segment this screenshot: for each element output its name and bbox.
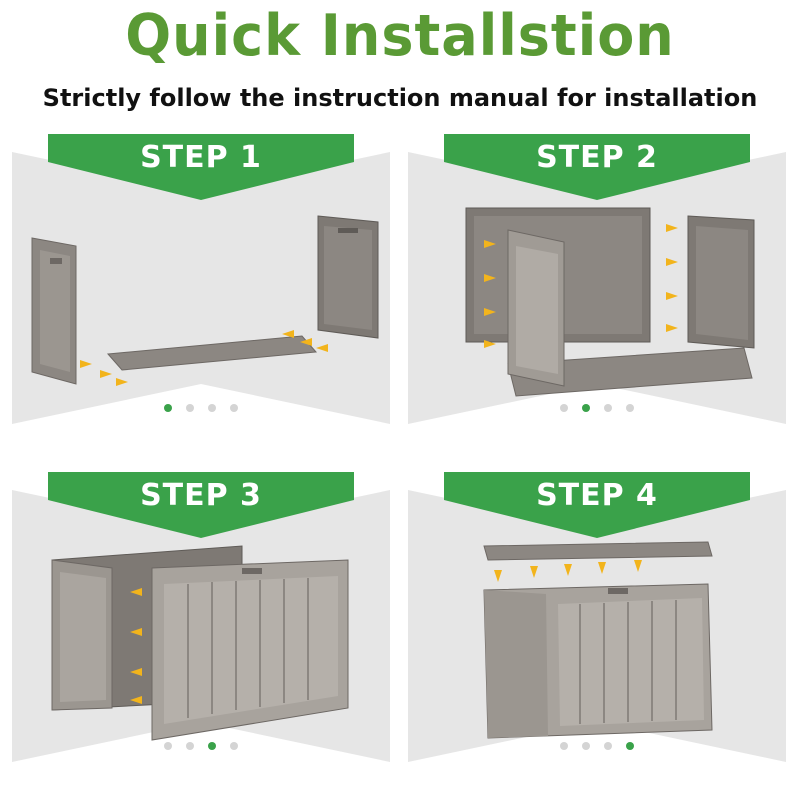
step-progress-dots [12, 404, 390, 416]
page-title: Quick Installstion [125, 2, 675, 69]
progress-dot [164, 404, 172, 412]
progress-dot [560, 404, 568, 412]
progress-dot [604, 742, 612, 750]
arrow-icon [80, 330, 328, 386]
step-3-illustration [51, 545, 349, 741]
step-progress-dots [408, 404, 786, 416]
progress-dot [582, 404, 590, 412]
step-1-illustration [31, 215, 379, 386]
step-1-panel: STEP 1 [12, 134, 390, 424]
progress-dot [230, 742, 238, 750]
step-progress-dots [408, 742, 786, 754]
progress-dot [560, 742, 568, 750]
step-2-panel: STEP 2 [408, 134, 786, 424]
arrow-icon [130, 588, 142, 704]
step-banner [444, 134, 750, 200]
progress-dot [186, 742, 194, 750]
step-label: STEP 4 [536, 478, 658, 513]
progress-dot [626, 404, 634, 412]
progress-dot [186, 404, 194, 412]
step-banner [48, 134, 354, 200]
progress-dot [230, 404, 238, 412]
progress-dot [208, 404, 216, 412]
step-progress-dots [12, 742, 390, 754]
progress-dot [604, 404, 612, 412]
page-subtitle: Strictly follow the instruction manual f… [42, 84, 758, 112]
step-banner [444, 472, 750, 538]
progress-dot [582, 742, 590, 750]
step-3-panel: STEP 3 [12, 472, 390, 762]
progress-dot [208, 742, 216, 750]
progress-dot [164, 742, 172, 750]
arrow-icon [494, 560, 642, 582]
step-label: STEP 2 [536, 140, 658, 175]
step-banner [48, 472, 354, 538]
step-label: STEP 3 [140, 478, 262, 513]
arrow-icon [484, 224, 678, 348]
step-label: STEP 1 [140, 140, 262, 175]
step-4-panel: STEP 4 [408, 472, 786, 762]
step-2-illustration [465, 207, 755, 397]
progress-dot [626, 742, 634, 750]
step-4-illustration [483, 541, 713, 739]
